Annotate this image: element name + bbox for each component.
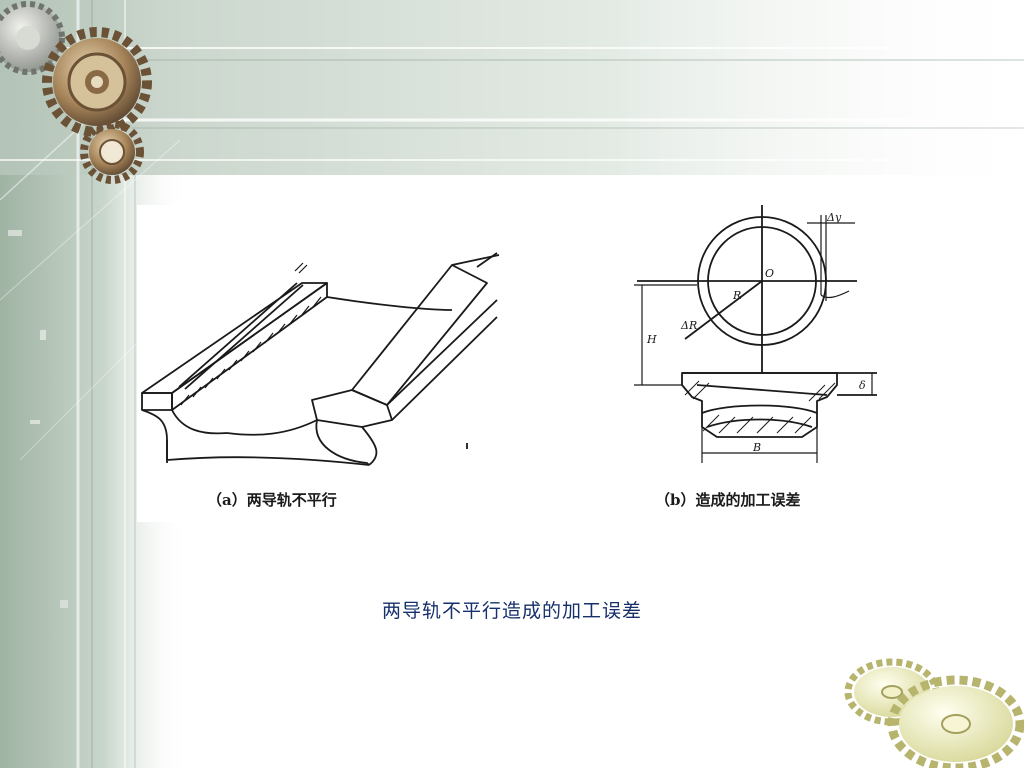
gear-cluster-top-left (0, 1, 152, 184)
workpiece-circle (637, 205, 857, 395)
delta-y-dimension (807, 215, 855, 301)
left-rail-hatching (180, 262, 322, 406)
label-delta: δ (859, 379, 866, 392)
width-dimension (701, 427, 818, 463)
housing-hatching (684, 380, 836, 434)
subcaption-a: （a）两导轨不平行 (207, 491, 337, 509)
silver-gear (0, 1, 65, 75)
figure-panel: Δy O R ΔR H B δ （a）两导轨不平行 （b）造成的加工误差 (137, 205, 877, 522)
large-bronze-gear (42, 27, 152, 137)
label-delta-radius: ΔR (680, 319, 697, 332)
height-dimension (634, 284, 697, 386)
right-rail (311, 252, 500, 466)
gear-cluster-bottom-right (844, 658, 1024, 768)
small-bronze-gear (80, 120, 144, 184)
left-rail (141, 282, 328, 460)
base-outline (166, 296, 468, 466)
guide-rail-diagram: Δy O R ΔR H B δ (141, 205, 877, 466)
housing-section (681, 372, 877, 438)
label-width: B (752, 441, 761, 454)
label-radius: R (732, 289, 741, 302)
cream-gear-large (887, 675, 1024, 768)
subcaption-b: （b）造成的加工误差 (655, 491, 801, 509)
slide-caption: 两导轨不平行造成的加工误差 (381, 600, 642, 622)
label-delta-y: Δy (826, 211, 842, 224)
label-height: H (646, 333, 657, 346)
label-center: O (765, 267, 774, 280)
